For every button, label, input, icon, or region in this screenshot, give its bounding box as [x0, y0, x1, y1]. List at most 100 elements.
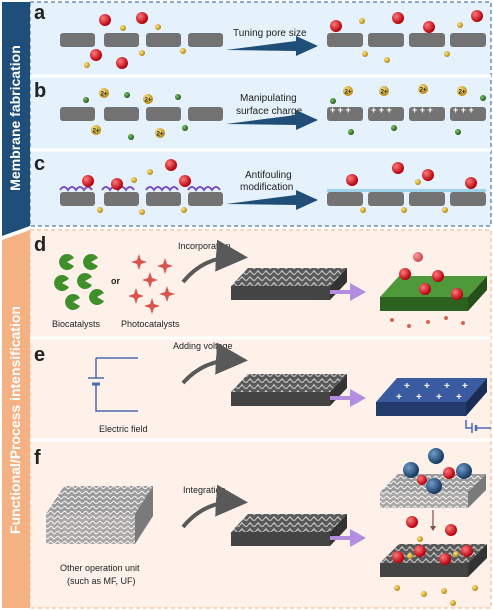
svg-text:+: + — [436, 392, 442, 403]
photocatalyst-icon — [131, 254, 147, 270]
navy-sphere-icon — [403, 462, 419, 478]
operation-unit-label-1: Other operation unit — [60, 563, 140, 573]
yellow-particle-icon — [415, 179, 421, 185]
yellow-particle-icon — [472, 585, 478, 591]
divalent-ion-icon: 2+ — [457, 86, 467, 96]
navy-sphere-icon — [428, 448, 444, 464]
svg-text:+ + +: + + + — [412, 105, 433, 115]
svg-text:+: + — [416, 392, 422, 403]
electric-field-label: Electric field — [99, 424, 148, 434]
gray-membrane-block — [409, 33, 445, 47]
product-dot — [390, 318, 394, 322]
down-arrow-head — [430, 526, 436, 531]
foulant-layer-icon — [59, 186, 221, 192]
yellow-particle-icon — [181, 207, 187, 213]
red-particle-icon — [439, 553, 451, 565]
panel-d: d or Biocatalysts Photocatalysts Incorpo… — [34, 234, 487, 329]
yellow-particle-icon — [417, 536, 423, 542]
gray-membrane-block — [146, 33, 181, 47]
yellow-particle-icon — [384, 57, 390, 63]
green-ion-icon — [175, 94, 181, 100]
operation-unit-block — [46, 486, 153, 544]
red-particle-icon — [136, 12, 148, 24]
gray-membrane-block — [327, 33, 363, 47]
svg-text:+ + +: + + + — [453, 105, 474, 115]
svg-text:2+: 2+ — [345, 90, 352, 96]
photocatalyst-icon — [142, 272, 158, 288]
curved-arrow-icon — [181, 484, 248, 529]
big-arrow-icon — [226, 190, 318, 210]
functional-side-label: Functional/Process intensification — [7, 306, 23, 534]
panel-b-arrow-text-2: surface charge — [236, 106, 303, 117]
electric-field-icon — [88, 357, 138, 412]
curved-arrow-icon — [181, 239, 248, 284]
gray-membrane-block — [104, 192, 139, 206]
charged-membrane-block — [409, 107, 445, 121]
red-particle-icon — [179, 175, 191, 187]
biocatalyst-group — [54, 253, 104, 311]
svg-text:+: + — [404, 381, 410, 392]
divalent-ion-icon: 2+ — [155, 128, 165, 138]
red-particle-icon — [413, 252, 423, 262]
red-particle-icon — [443, 467, 455, 479]
membrane-before-a — [60, 12, 223, 69]
gray-membrane-block — [146, 107, 181, 121]
red-particle-icon — [406, 516, 418, 528]
charged-membrane-block — [450, 107, 486, 121]
biocatalysts-label: Biocatalysts — [52, 319, 101, 329]
purple-arrow-icon — [330, 389, 366, 407]
biocatalytic-membrane-sheet — [380, 252, 487, 328]
porous-membrane-sheet — [231, 374, 347, 406]
curved-arrow-icon — [181, 342, 248, 385]
photocatalyst-group — [128, 254, 175, 314]
panel-c-arrow-text-1: Antifouling — [245, 170, 292, 181]
biocatalyst-icon — [54, 275, 69, 291]
biocatalyst-icon — [89, 289, 104, 306]
membrane-after-c — [327, 162, 486, 213]
porous-membrane-sheet — [231, 514, 347, 546]
green-ion-icon — [348, 129, 354, 135]
red-particle-icon — [419, 283, 431, 295]
gray-membrane-block — [146, 192, 181, 206]
panel-c-arrow-text-2: modification — [240, 182, 293, 193]
membrane-before-b: 2+ 2+ 2+ 2+ — [60, 88, 223, 140]
svg-text:2+: 2+ — [420, 88, 427, 94]
yellow-particle-icon — [457, 22, 463, 28]
yellow-particle-icon — [139, 209, 145, 215]
product-dot — [407, 324, 411, 328]
gray-membrane-block — [60, 192, 95, 206]
plus-charge-icons: + + + + + + + + + + + + — [330, 105, 474, 115]
panel-a-letter: a — [34, 2, 46, 24]
gray-membrane-block — [450, 33, 486, 47]
biocatalyst-icon — [77, 273, 92, 289]
yellow-particle-icon — [394, 585, 400, 591]
divalent-ion-icon: 2+ — [91, 125, 101, 135]
gray-membrane-block — [60, 107, 95, 121]
integrated-membrane-sheet — [380, 544, 487, 606]
yellow-particle-icon — [120, 25, 126, 31]
svg-text:+ + +: + + + — [330, 105, 351, 115]
panel-d-arrow-text: Incorporation — [178, 241, 231, 251]
biocatalyst-icon — [83, 253, 98, 270]
svg-text:2+: 2+ — [93, 129, 100, 135]
photocatalyst-icon — [157, 258, 173, 274]
gray-membrane-block — [368, 33, 404, 47]
membrane-after-a — [327, 10, 486, 63]
red-particle-icon — [392, 162, 404, 174]
red-particle-icon — [451, 288, 463, 300]
gray-membrane-block — [409, 192, 445, 206]
electroconductive-membrane-sheet: ++++ ++++ — [376, 378, 491, 433]
yellow-particle-icon — [450, 600, 456, 606]
panel-d-letter: d — [34, 234, 46, 256]
gray-membrane-block — [450, 192, 486, 206]
big-arrow-icon — [226, 110, 318, 130]
panel-e: e Electric field Adding voltage ++++ +++… — [34, 341, 491, 434]
yellow-particle-icon — [441, 588, 447, 594]
green-ion-icon — [182, 125, 188, 131]
red-particle-icon — [432, 270, 444, 282]
svg-text:+ + +: + + + — [371, 105, 392, 115]
red-particle-icon — [90, 49, 102, 61]
green-ion-icon — [391, 125, 397, 131]
gray-membrane-block — [188, 107, 223, 121]
divalent-ion-icon: 2+ — [343, 86, 353, 96]
